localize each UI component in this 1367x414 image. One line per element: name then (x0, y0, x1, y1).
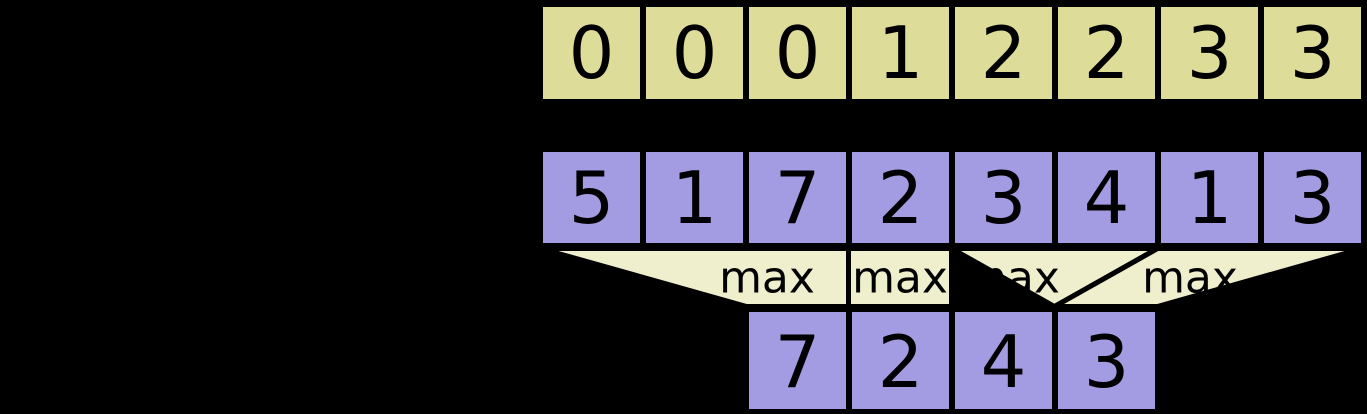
index-cell-7 (1259, 2, 1366, 104)
output-cell-label-3: 3 (1084, 320, 1130, 404)
index-cell-0 (538, 2, 645, 104)
input-cell-label-7: 3 (1290, 156, 1336, 240)
output-cell-label-1: 2 (878, 320, 924, 404)
max-label-0: max (719, 253, 815, 304)
max-label-3: max (1142, 253, 1238, 304)
input-cell-7 (1259, 147, 1366, 248)
index-cell-1 (641, 2, 748, 104)
input-cell-label-5: 4 (1084, 156, 1130, 240)
input-cell-label-2: 7 (775, 156, 821, 240)
max-label-1: max (852, 253, 948, 304)
index-cell-label-4: 2 (981, 11, 1027, 95)
input-cell-label-6: 1 (1187, 156, 1233, 240)
input-cell-1 (641, 147, 748, 248)
input-row-group: 5 1 7 2 3 4 1 3 (538, 147, 1366, 248)
index-cell-6 (1156, 2, 1263, 104)
max-funnel-divider-diagonal (1053, 246, 1159, 309)
input-cell-4 (950, 147, 1057, 248)
index-cell-label-5: 2 (1084, 11, 1130, 95)
index-cell-label-2: 0 (775, 11, 821, 95)
index-cell-2 (744, 2, 851, 104)
output-cell-3 (1053, 307, 1160, 414)
index-cell-label-7: 3 (1290, 11, 1336, 95)
input-cell-label-4: 3 (981, 156, 1027, 240)
output-cell-label-2: 4 (981, 320, 1027, 404)
index-row-group: 0 0 0 1 2 2 3 3 (538, 2, 1366, 104)
input-cell-label-0: 5 (569, 156, 615, 240)
output-row-group: 7 2 4 3 (744, 307, 1160, 414)
index-cell-label-0: 0 (569, 11, 615, 95)
max-funnel-1 (846, 246, 954, 309)
max-operation-band-group: max max max max (539, 246, 1364, 309)
index-cell-4 (950, 2, 1057, 104)
index-cell-label-1: 0 (672, 11, 718, 95)
index-cell-label-6: 3 (1187, 11, 1233, 95)
input-cell-3 (847, 147, 954, 248)
output-cell-label-0: 7 (775, 320, 821, 404)
output-cell-0 (744, 307, 851, 414)
input-cell-0 (538, 147, 645, 248)
input-cell-label-3: 2 (878, 156, 924, 240)
index-cell-label-3: 1 (878, 11, 924, 95)
max-label-2: max (964, 253, 1060, 304)
input-cell-label-1: 1 (672, 156, 718, 240)
